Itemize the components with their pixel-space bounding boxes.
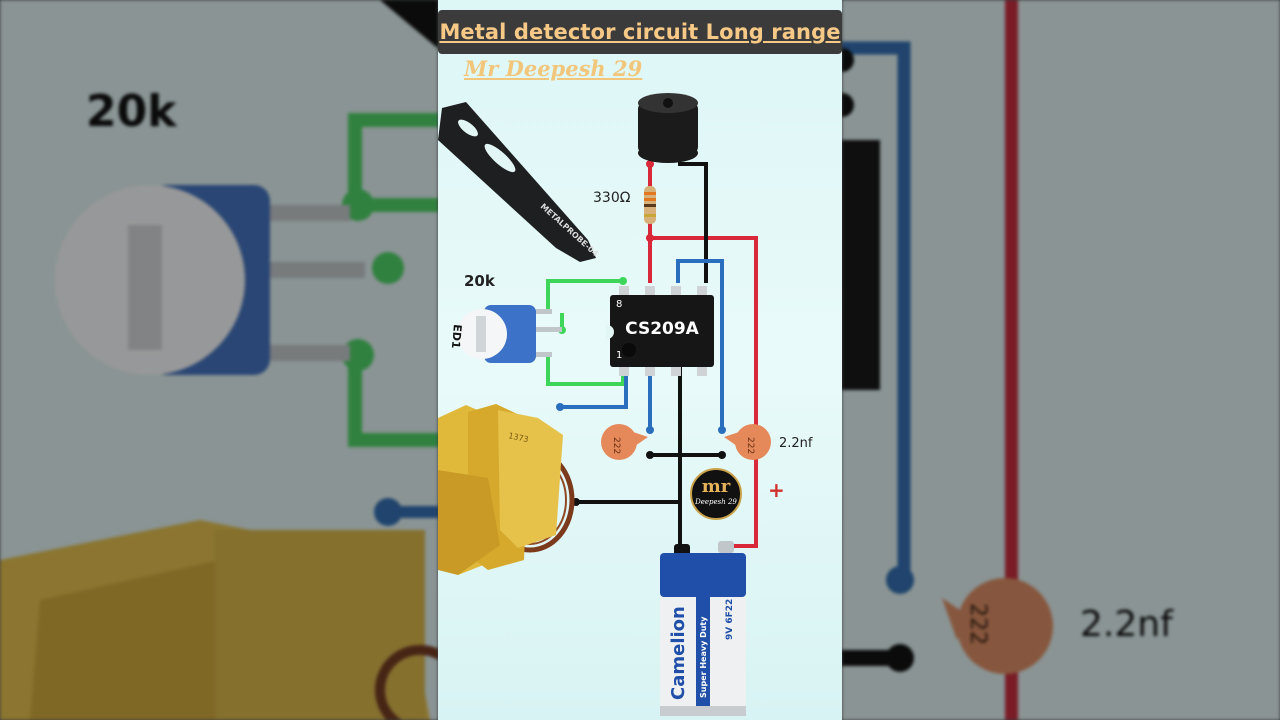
ic-chip: 8 CS209A 1 [606,295,714,367]
background-right-art [842,0,1280,720]
resistor-label: 330Ω [593,190,631,206]
metal-detector-handheld: METALPROBE-04 [438,102,600,262]
ic-pins [619,286,707,376]
circuit-wiring: METALPROBE-04 ED1 222 [438,93,771,716]
background-cap-label: 2.2nf [1080,604,1173,645]
ic-pin8-label: 8 [616,299,623,310]
page-title: Metal detector circuit Long range [439,20,841,44]
background-left-art [0,0,438,720]
battery-brand-text: Camelion [668,606,689,700]
gold-bar-stamp: 1373 [508,431,530,444]
capacitor-label: 2.2nf [779,436,813,451]
buzzer [638,93,698,163]
capacitor-right-code: 222 [745,437,755,454]
author-credit: Mr Deepesh 29 [464,56,643,81]
wire-blue-coil [560,368,628,409]
battery-plus-sign: + [768,478,785,502]
ic-pin1-label: 1 [616,350,623,361]
battery-spec-text: 9V 6F22 [725,599,735,640]
capacitor-left: 222 [601,424,648,460]
ic-notch [606,325,614,339]
potentiometer-20k: ED1 [449,305,562,363]
channel-logo: mr Deepesh 29 [690,468,742,520]
background-cap-code: 222 [965,603,990,645]
resistor-330 [644,186,656,224]
ic-name: CS209A [625,319,699,339]
ic-pin1-dot [622,343,636,357]
wire-red-battery-plus [650,236,758,548]
logo-mr-text: mr [701,476,731,497]
capacitor-left-code: 222 [611,437,621,454]
pot-marking-text: ED1 [449,324,464,349]
logo-sub-text: Deepesh 29 [695,498,737,506]
background-pot-label: 20k [86,86,177,137]
gold-bars-and-coil: 1373 [438,404,575,575]
wire-black-buzzer [678,162,708,283]
circuit-diagram-panel: METALPROBE-04 ED1 222 [438,0,842,720]
capacitor-right: 222 [724,424,771,460]
background-left-zoom: 20k [0,0,438,720]
pot-label: 20k [464,272,495,290]
battery-9v: Camelion Super Heavy Duty 9V 6F22 [660,541,746,716]
title-banner: Metal detector circuit Long range [438,10,842,54]
background-right-zoom: 222 2.2nf [842,0,1280,720]
battery-subtitle-text: Super Heavy Duty [699,616,708,698]
wire-blue-top [676,259,724,430]
